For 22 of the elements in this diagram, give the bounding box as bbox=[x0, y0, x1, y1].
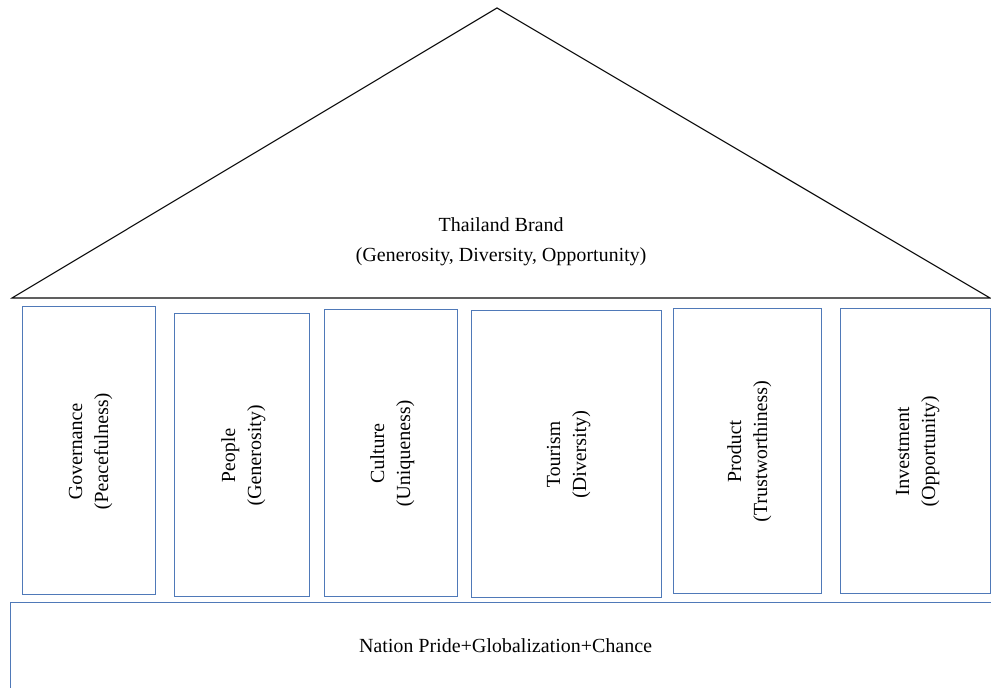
pillar-value: (Diversity) bbox=[568, 410, 592, 498]
pillar-box bbox=[22, 306, 156, 595]
foundation-text: Nation Pride+Globalization+Chance bbox=[358, 635, 652, 657]
pillar-value: (Peacefulness) bbox=[90, 392, 114, 509]
foundation-bar bbox=[10, 602, 991, 688]
pillar-title: Culture bbox=[366, 423, 390, 483]
pillar-box bbox=[324, 309, 458, 597]
pillar-value: (Generosity) bbox=[243, 404, 267, 506]
pillar-title: People bbox=[217, 428, 241, 482]
pillar-value: (Uniqueness) bbox=[392, 400, 416, 506]
pillar-title: Investment bbox=[890, 406, 914, 496]
pillar-value: (Opportunity) bbox=[916, 395, 940, 507]
pillar-box bbox=[673, 308, 822, 594]
title-text: Thailand Brand bbox=[438, 214, 564, 236]
pillar-box bbox=[174, 313, 310, 597]
pillar-title: Product bbox=[722, 420, 746, 482]
pillar-box bbox=[840, 308, 991, 594]
pillar-title: Tourism bbox=[542, 420, 566, 488]
subtitle-text: (Generosity, Diversity, Opportunity) bbox=[356, 244, 646, 266]
pillar-value: (Trustworthiness) bbox=[748, 380, 772, 522]
pillar-box bbox=[471, 310, 662, 598]
pillar-title: Governance bbox=[64, 402, 88, 499]
